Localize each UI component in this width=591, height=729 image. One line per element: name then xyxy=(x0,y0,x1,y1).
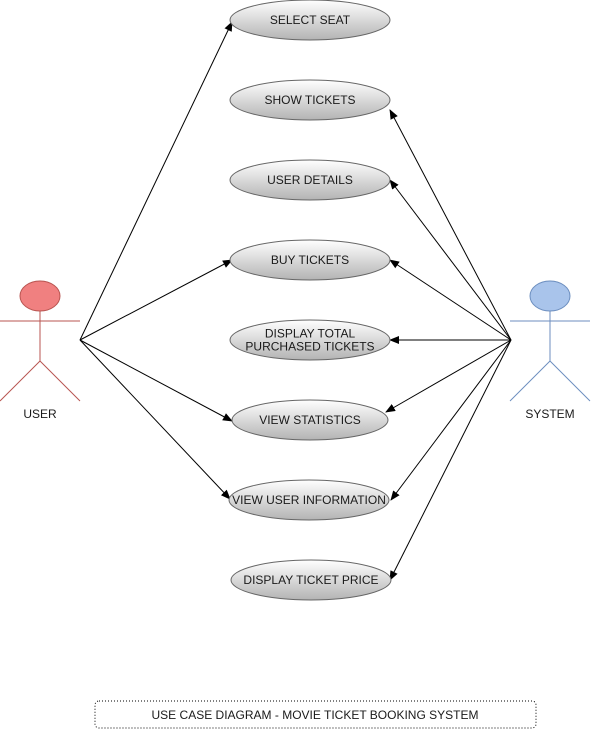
use-case-label: VIEW STATISTICS xyxy=(259,413,361,427)
use-case-ellipse xyxy=(229,79,391,121)
use-case-label: SHOW TICKETS xyxy=(264,93,355,107)
actor-system-body xyxy=(509,311,591,402)
use-case-label: DISPLAY TICKET PRICE xyxy=(243,573,378,587)
actor-system-head xyxy=(529,280,571,312)
use-case-label: DISPLAY TOTAL xyxy=(265,327,356,341)
association-user-to-view-user-information xyxy=(79,339,231,500)
associations xyxy=(79,21,512,581)
use-case-show-tickets[interactable]: SHOW TICKETS xyxy=(229,79,391,121)
use-case-label: VIEW USER INFORMATION xyxy=(232,493,386,507)
caption-border xyxy=(94,700,537,729)
use-case-view-statistics[interactable]: VIEW STATISTICS xyxy=(231,399,389,441)
use-case-buy-tickets[interactable]: BUY TICKETS xyxy=(229,239,391,281)
actor-user-label: USER xyxy=(23,407,57,421)
use-case-ellipse xyxy=(229,159,391,201)
association-system-to-show-tickets xyxy=(389,109,512,341)
association-system-to-user-details xyxy=(389,179,512,341)
actor-system-label: SYSTEM xyxy=(525,407,574,421)
use-case-label: SELECT SEAT xyxy=(270,13,351,27)
use-case-label: BUY TICKETS xyxy=(271,253,349,267)
actor-user-head xyxy=(19,280,61,312)
diagram-caption: USE CASE DIAGRAM - MOVIE TICKET BOOKING … xyxy=(94,700,537,729)
association-system-to-view-statistics xyxy=(385,339,512,413)
use-case-ellipse xyxy=(229,0,391,41)
use-case-select-seat[interactable]: SELECT SEAT xyxy=(229,0,391,41)
use-case-ellipse xyxy=(229,319,391,361)
use-case-user-details[interactable]: USER DETAILS xyxy=(229,159,391,201)
use-case-view-user-information[interactable]: VIEW USER INFORMATION xyxy=(228,479,390,521)
actor-user-body xyxy=(0,311,81,402)
use-case-display-ticket-price[interactable]: DISPLAY TICKET PRICE xyxy=(230,559,392,601)
use-case-ellipse xyxy=(231,399,389,441)
actor-user[interactable]: USER xyxy=(0,280,81,421)
association-system-to-view-user-information xyxy=(390,339,512,501)
use-case-ellipse xyxy=(229,239,391,281)
use-cases: SELECT SEAT SHOW TICKETS USER DETAILS BUY T… xyxy=(228,0,392,601)
association-system-to-display-ticket-price xyxy=(389,339,512,581)
use-case-ellipse xyxy=(228,479,390,521)
use-case-label: PURCHASED TICKETS xyxy=(245,340,374,354)
caption-text: USE CASE DIAGRAM - MOVIE TICKET BOOKING … xyxy=(152,708,479,722)
use-case-label: USER DETAILS xyxy=(267,173,353,187)
actor-system[interactable]: SYSTEM xyxy=(509,280,591,421)
association-system-to-buy-tickets xyxy=(389,259,512,341)
association-user-to-buy-tickets xyxy=(79,259,233,341)
use-case-ellipse xyxy=(230,559,392,601)
association-user-to-view-statistics xyxy=(79,339,233,422)
association-user-to-select-seat xyxy=(79,21,233,341)
